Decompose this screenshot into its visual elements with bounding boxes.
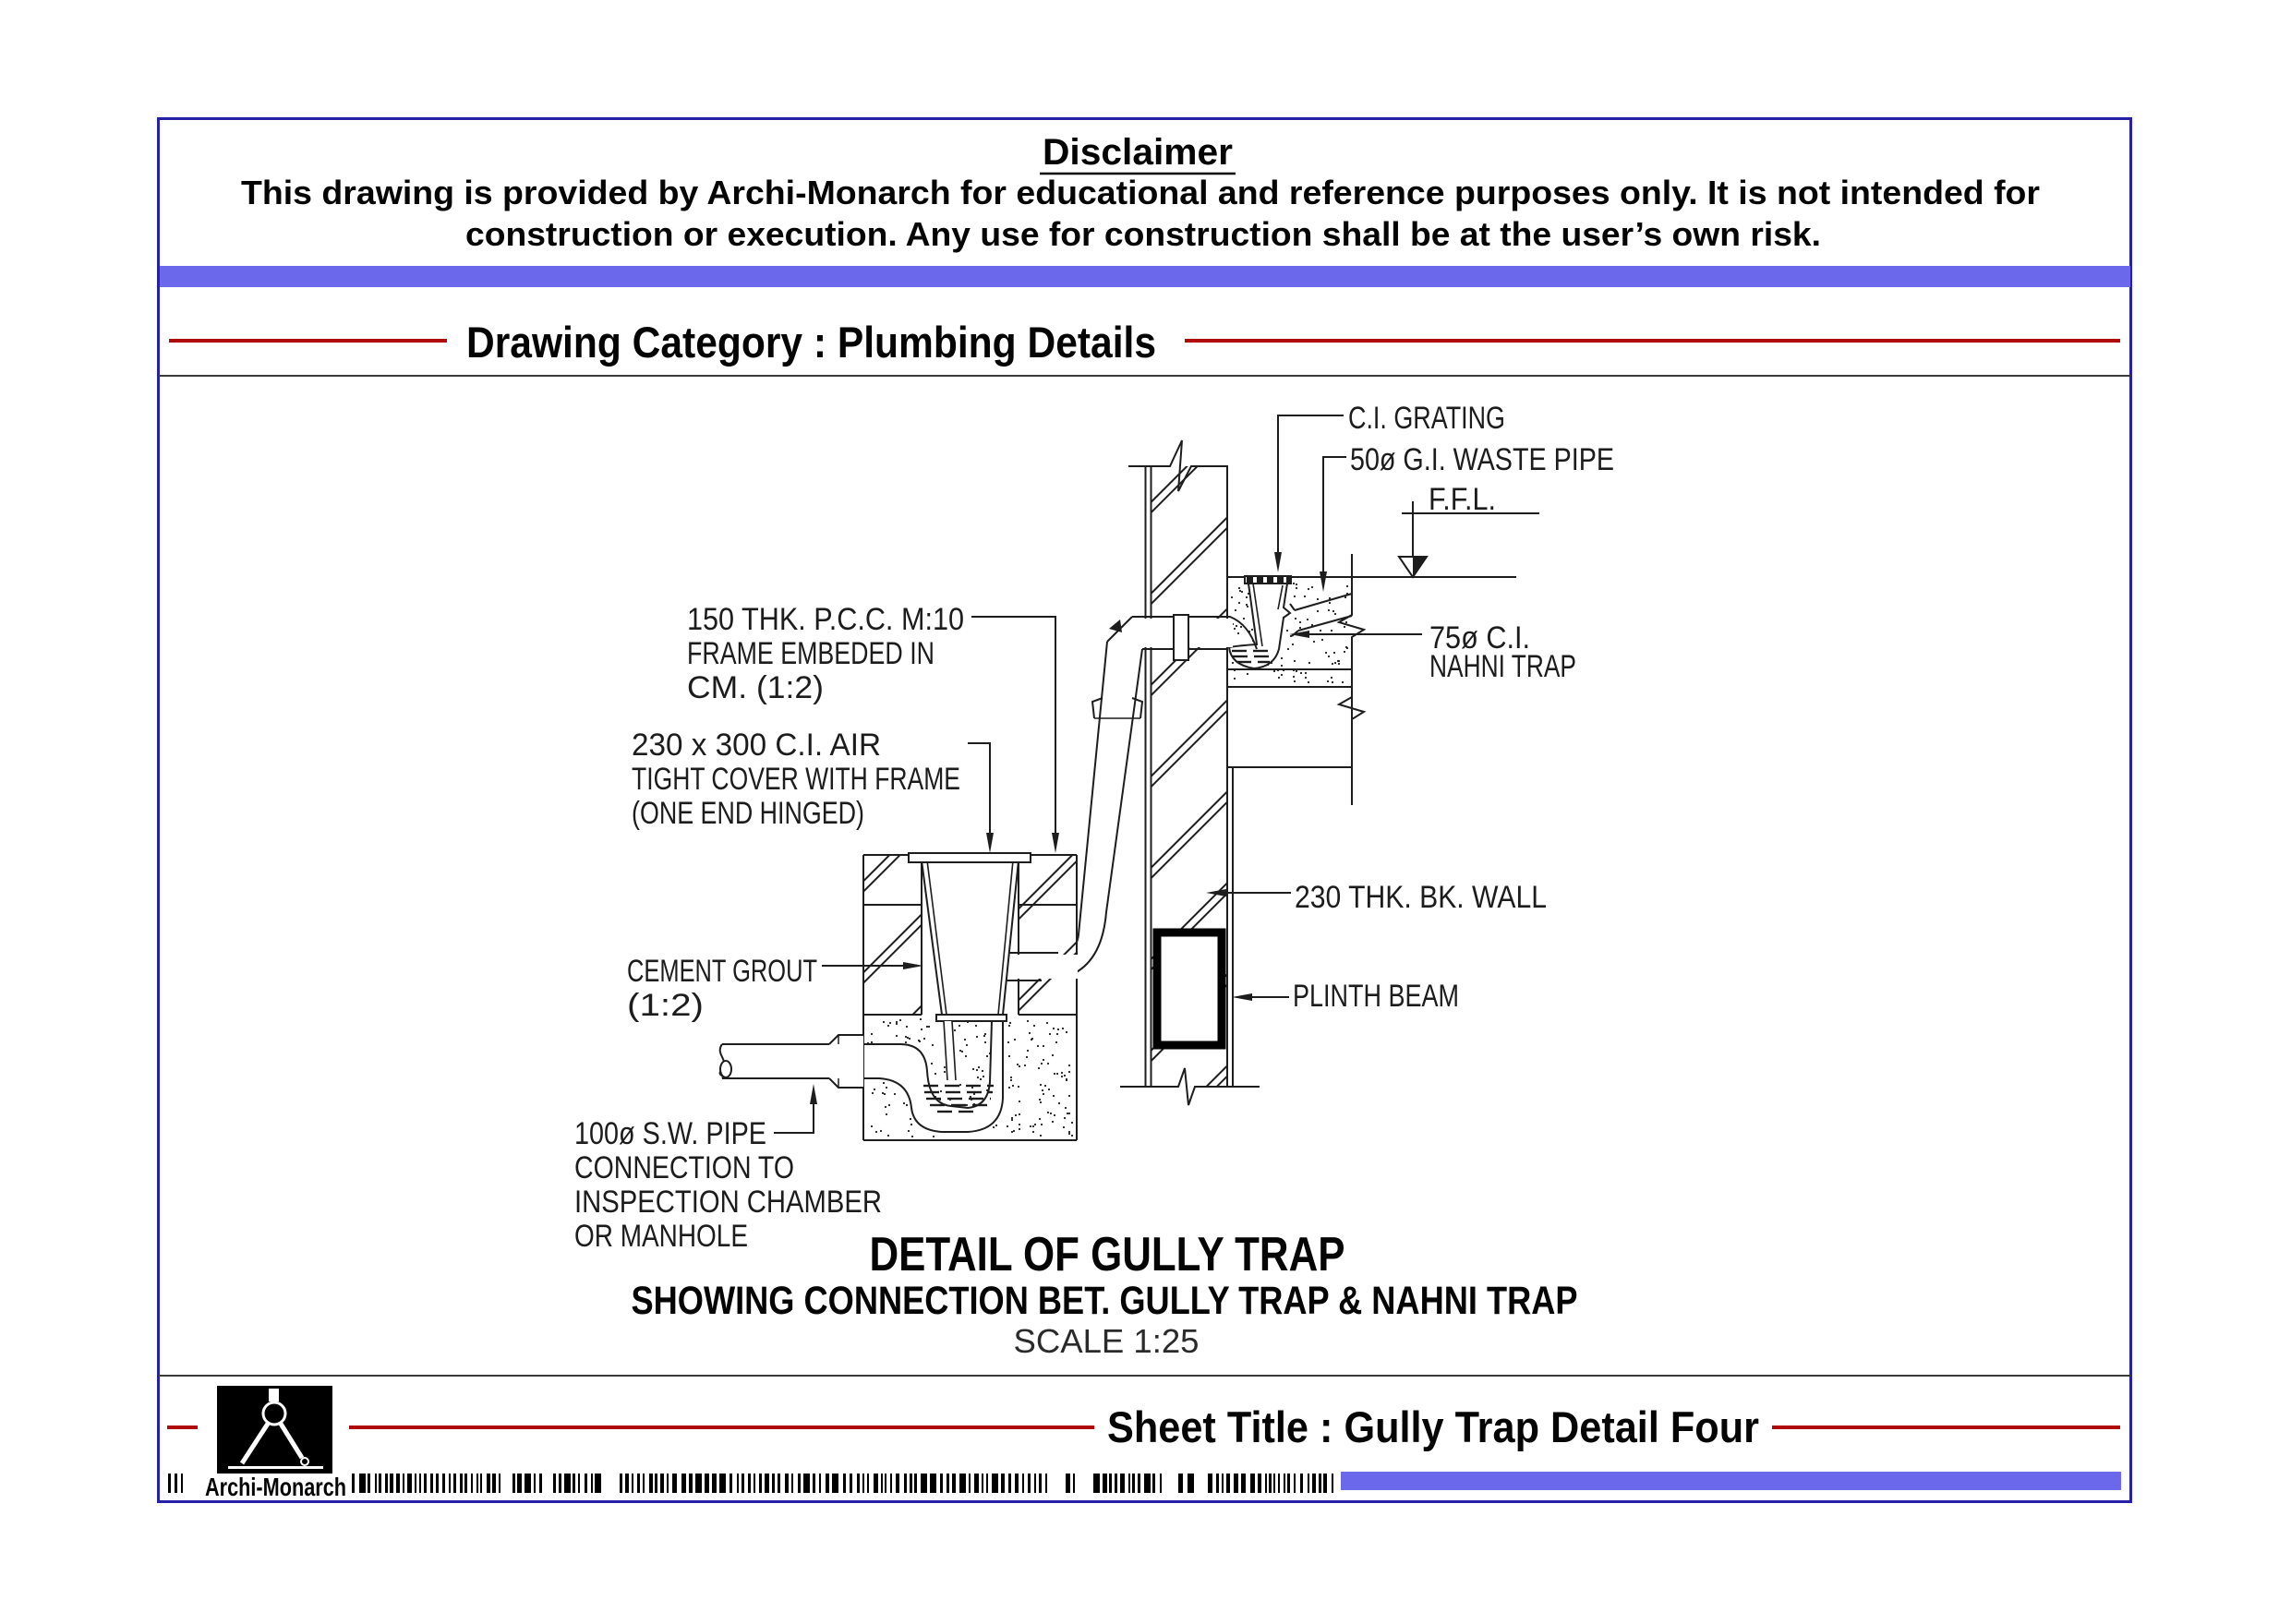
svg-text:CEMENT GROUT: CEMENT GROUT (627, 954, 817, 989)
svg-text:DETAIL OF GULLY TRAP: DETAIL OF GULLY TRAP (870, 1228, 1345, 1281)
svg-text:50ø G.I. WASTE PIPE: 50ø G.I. WASTE PIPE (1350, 442, 1614, 477)
svg-text:(ONE END HINGED): (ONE END HINGED) (632, 796, 864, 831)
svg-text:NAHNI TRAP: NAHNI TRAP (1429, 649, 1576, 684)
svg-text:TIGHT COVER WITH FRAME: TIGHT COVER WITH FRAME (632, 762, 960, 797)
svg-text:Sheet Title : Gully Trap Detai: Sheet Title : Gully Trap Detail Four (1107, 1402, 1759, 1451)
svg-text:SHOWING CONNECTION BET. GULLY: SHOWING CONNECTION BET. GULLY TRAP & NAH… (632, 1279, 1578, 1323)
svg-text:230 THK. BK. WALL: 230 THK. BK. WALL (1295, 880, 1547, 915)
svg-text:Drawing Category : Plumbing De: Drawing Category : Plumbing Details (466, 318, 1156, 367)
svg-text:F.F.L.: F.F.L. (1429, 482, 1496, 517)
svg-text:230 x 300 C.I. AIR: 230 x 300 C.I. AIR (632, 728, 881, 763)
svg-text:This drawing is provided by Ar: This drawing is provided by Archi-Monarc… (241, 174, 2040, 211)
svg-text:construction or execution. Any: construction or execution. Any use for c… (465, 215, 1821, 253)
svg-text:Disclaimer: Disclaimer (1043, 132, 1233, 173)
svg-text:INSPECTION CHAMBER: INSPECTION CHAMBER (574, 1185, 882, 1220)
svg-text:C.I. GRATING: C.I. GRATING (1348, 401, 1505, 436)
svg-text:CM. (1:2): CM. (1:2) (687, 670, 824, 705)
svg-text:PLINTH BEAM: PLINTH BEAM (1293, 979, 1459, 1014)
svg-text:SCALE 1:25: SCALE 1:25 (1014, 1322, 1200, 1360)
svg-text:Archi-Monarch: Archi-Monarch (205, 1473, 346, 1501)
svg-text:FRAME EMBEDED IN: FRAME EMBEDED IN (687, 636, 934, 671)
svg-text:OR MANHOLE: OR MANHOLE (574, 1219, 748, 1254)
svg-text:150 THK. P.C.C. M:10: 150 THK. P.C.C. M:10 (687, 602, 964, 637)
svg-text:75ø C.I.: 75ø C.I. (1429, 620, 1530, 656)
svg-text:(1:2): (1:2) (627, 988, 704, 1023)
svg-text:CONNECTION TO: CONNECTION TO (574, 1150, 794, 1185)
svg-text:100ø S.W. PIPE: 100ø S.W. PIPE (574, 1116, 766, 1151)
